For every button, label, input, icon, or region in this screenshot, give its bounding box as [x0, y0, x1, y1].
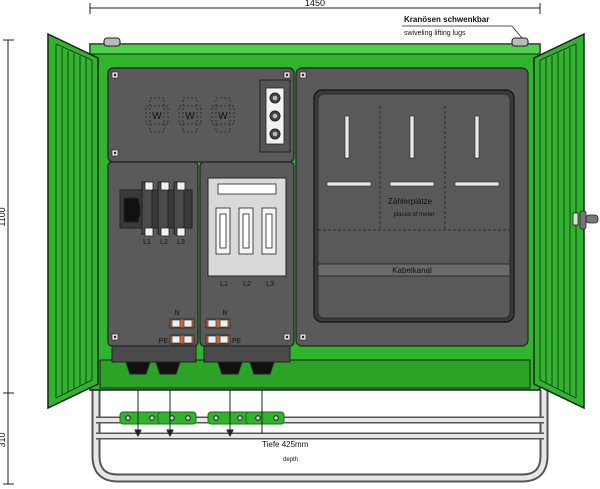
width-label: 1450 [305, 0, 325, 8]
screw-icon [283, 333, 291, 341]
load-switch [119, 181, 193, 237]
height-dimension: 1100 [0, 39, 14, 394]
door-handle-icon [572, 210, 599, 230]
width-dimension: 1450 [89, 0, 541, 14]
fuse-panel: W W W [107, 67, 295, 163]
phase-label-l1: L1 [143, 239, 151, 246]
fuse-label: W [152, 111, 162, 122]
meter-area: Zählerplätze places of meter Kabelkanal [295, 67, 529, 347]
switch-panel-right: L1 L2 L3 [199, 161, 295, 347]
screw-icon [299, 333, 307, 341]
callout-title: Kranösen schwenkbar [404, 15, 489, 24]
lifting-lug-left [103, 37, 121, 47]
door-right [533, 32, 599, 410]
phase-label-l3: L3 [177, 239, 185, 246]
fuse-symbol-1: W [145, 97, 169, 133]
fuse-symbol-3: W [211, 97, 235, 133]
screw-icon [111, 333, 119, 341]
lifting-lug-right [511, 37, 529, 47]
depth-label: Tiefe 425mm [262, 440, 309, 449]
cable-glands [111, 345, 291, 375]
screw-icon [283, 71, 291, 79]
terminal-strip [259, 79, 291, 153]
phase-label-l2: L2 [243, 281, 251, 288]
phase-label-l1: L1 [220, 281, 228, 288]
callout-subtitle: swiveling lifting lugs [404, 30, 466, 37]
phase-label-l3: L3 [266, 281, 274, 288]
screw-icon [299, 71, 307, 79]
phase-label-l2: L2 [160, 239, 168, 246]
fuse-label: W [218, 111, 228, 122]
busbar-left: N PE [159, 310, 195, 345]
height-label: 1100 [0, 207, 7, 226]
fuse-symbol-2: W [178, 97, 202, 133]
screw-icon [111, 149, 119, 157]
earth-label: PE [232, 338, 242, 345]
base-frame: Tiefe 425mm depth [91, 336, 549, 483]
base-height-dimension: 310 [0, 393, 14, 485]
base-height-label: 310 [0, 432, 7, 447]
door-left [47, 32, 99, 410]
cable-channel [317, 263, 511, 277]
fuse-label: W [185, 111, 195, 122]
switch-panel-left: L1 L2 L3 [107, 161, 199, 347]
depth-sublabel: depth [283, 457, 298, 463]
earth-label: PE [159, 338, 169, 345]
lifting-lugs-callout: Kranösen schwenkbar swiveling lifting lu… [402, 15, 523, 39]
busbar-right: N PE [205, 310, 242, 345]
meter-title: Zählerplätze [388, 197, 433, 206]
neutral-label: N [222, 310, 227, 317]
fuse-switch-disconnector [207, 177, 287, 277]
cable-channel-label: Kabelkanal [392, 266, 432, 275]
screw-icon [111, 71, 119, 79]
neutral-label: N [174, 310, 179, 317]
meter-subtitle: places of meter [393, 212, 434, 218]
